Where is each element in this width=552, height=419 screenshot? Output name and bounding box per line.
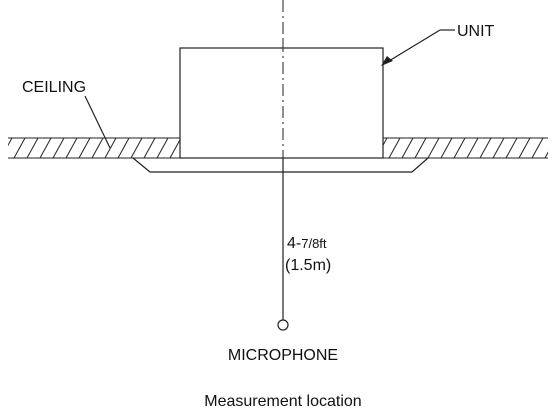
hatch-line (26, 138, 39, 158)
hatch-line (544, 151, 548, 158)
hatch-line (492, 138, 505, 158)
ceiling-left (8, 137, 180, 159)
hatch-line (65, 138, 78, 158)
unit-label: UNIT (457, 23, 495, 40)
unit-leader (381, 29, 455, 66)
hatch-line (104, 138, 117, 158)
hatch-line (13, 138, 26, 158)
hatch-line (505, 138, 518, 158)
hatch-line (156, 138, 169, 158)
hatch-line (414, 138, 427, 158)
hatch-line (427, 138, 440, 158)
distance-whole: 4- (287, 235, 301, 252)
hatch-line (78, 138, 91, 158)
unit-body (179, 47, 384, 159)
hatch-line (91, 138, 104, 158)
hatch-line (479, 138, 492, 158)
ceiling-hatch-right (383, 138, 548, 158)
hatch-line (117, 138, 130, 158)
hatch-line (453, 138, 466, 158)
hatch-line (143, 138, 156, 158)
microphone-label: MICROPHONE (228, 347, 338, 364)
ceiling-leader (84, 95, 111, 149)
unit-panel (132, 157, 429, 173)
hatch-line (531, 138, 544, 158)
hatch-line (388, 138, 401, 158)
distance-metric: (1.5m) (285, 257, 331, 274)
ceiling-hatch-left (8, 138, 180, 158)
ceiling-right (383, 137, 548, 159)
distance-fraction: 7/8ft (301, 236, 327, 251)
hatch-line (8, 138, 13, 147)
microphone-icon (277, 319, 289, 331)
hatch-line (440, 138, 453, 158)
hatch-line (466, 138, 479, 158)
hatch-line (39, 138, 52, 158)
svg-text:4-7/8ft: 4-7/8ft (287, 235, 327, 252)
caption: Measurement location (204, 393, 361, 410)
hatch-line (401, 138, 414, 158)
hatch-line (130, 138, 143, 158)
hatch-line (52, 138, 65, 158)
hatch-line (383, 138, 388, 147)
hatch-line (169, 138, 180, 158)
ceiling-label: CEILING (22, 79, 86, 96)
hatch-line (518, 138, 531, 158)
distance-label: 4-7/8ft (1.5m) (285, 235, 331, 274)
